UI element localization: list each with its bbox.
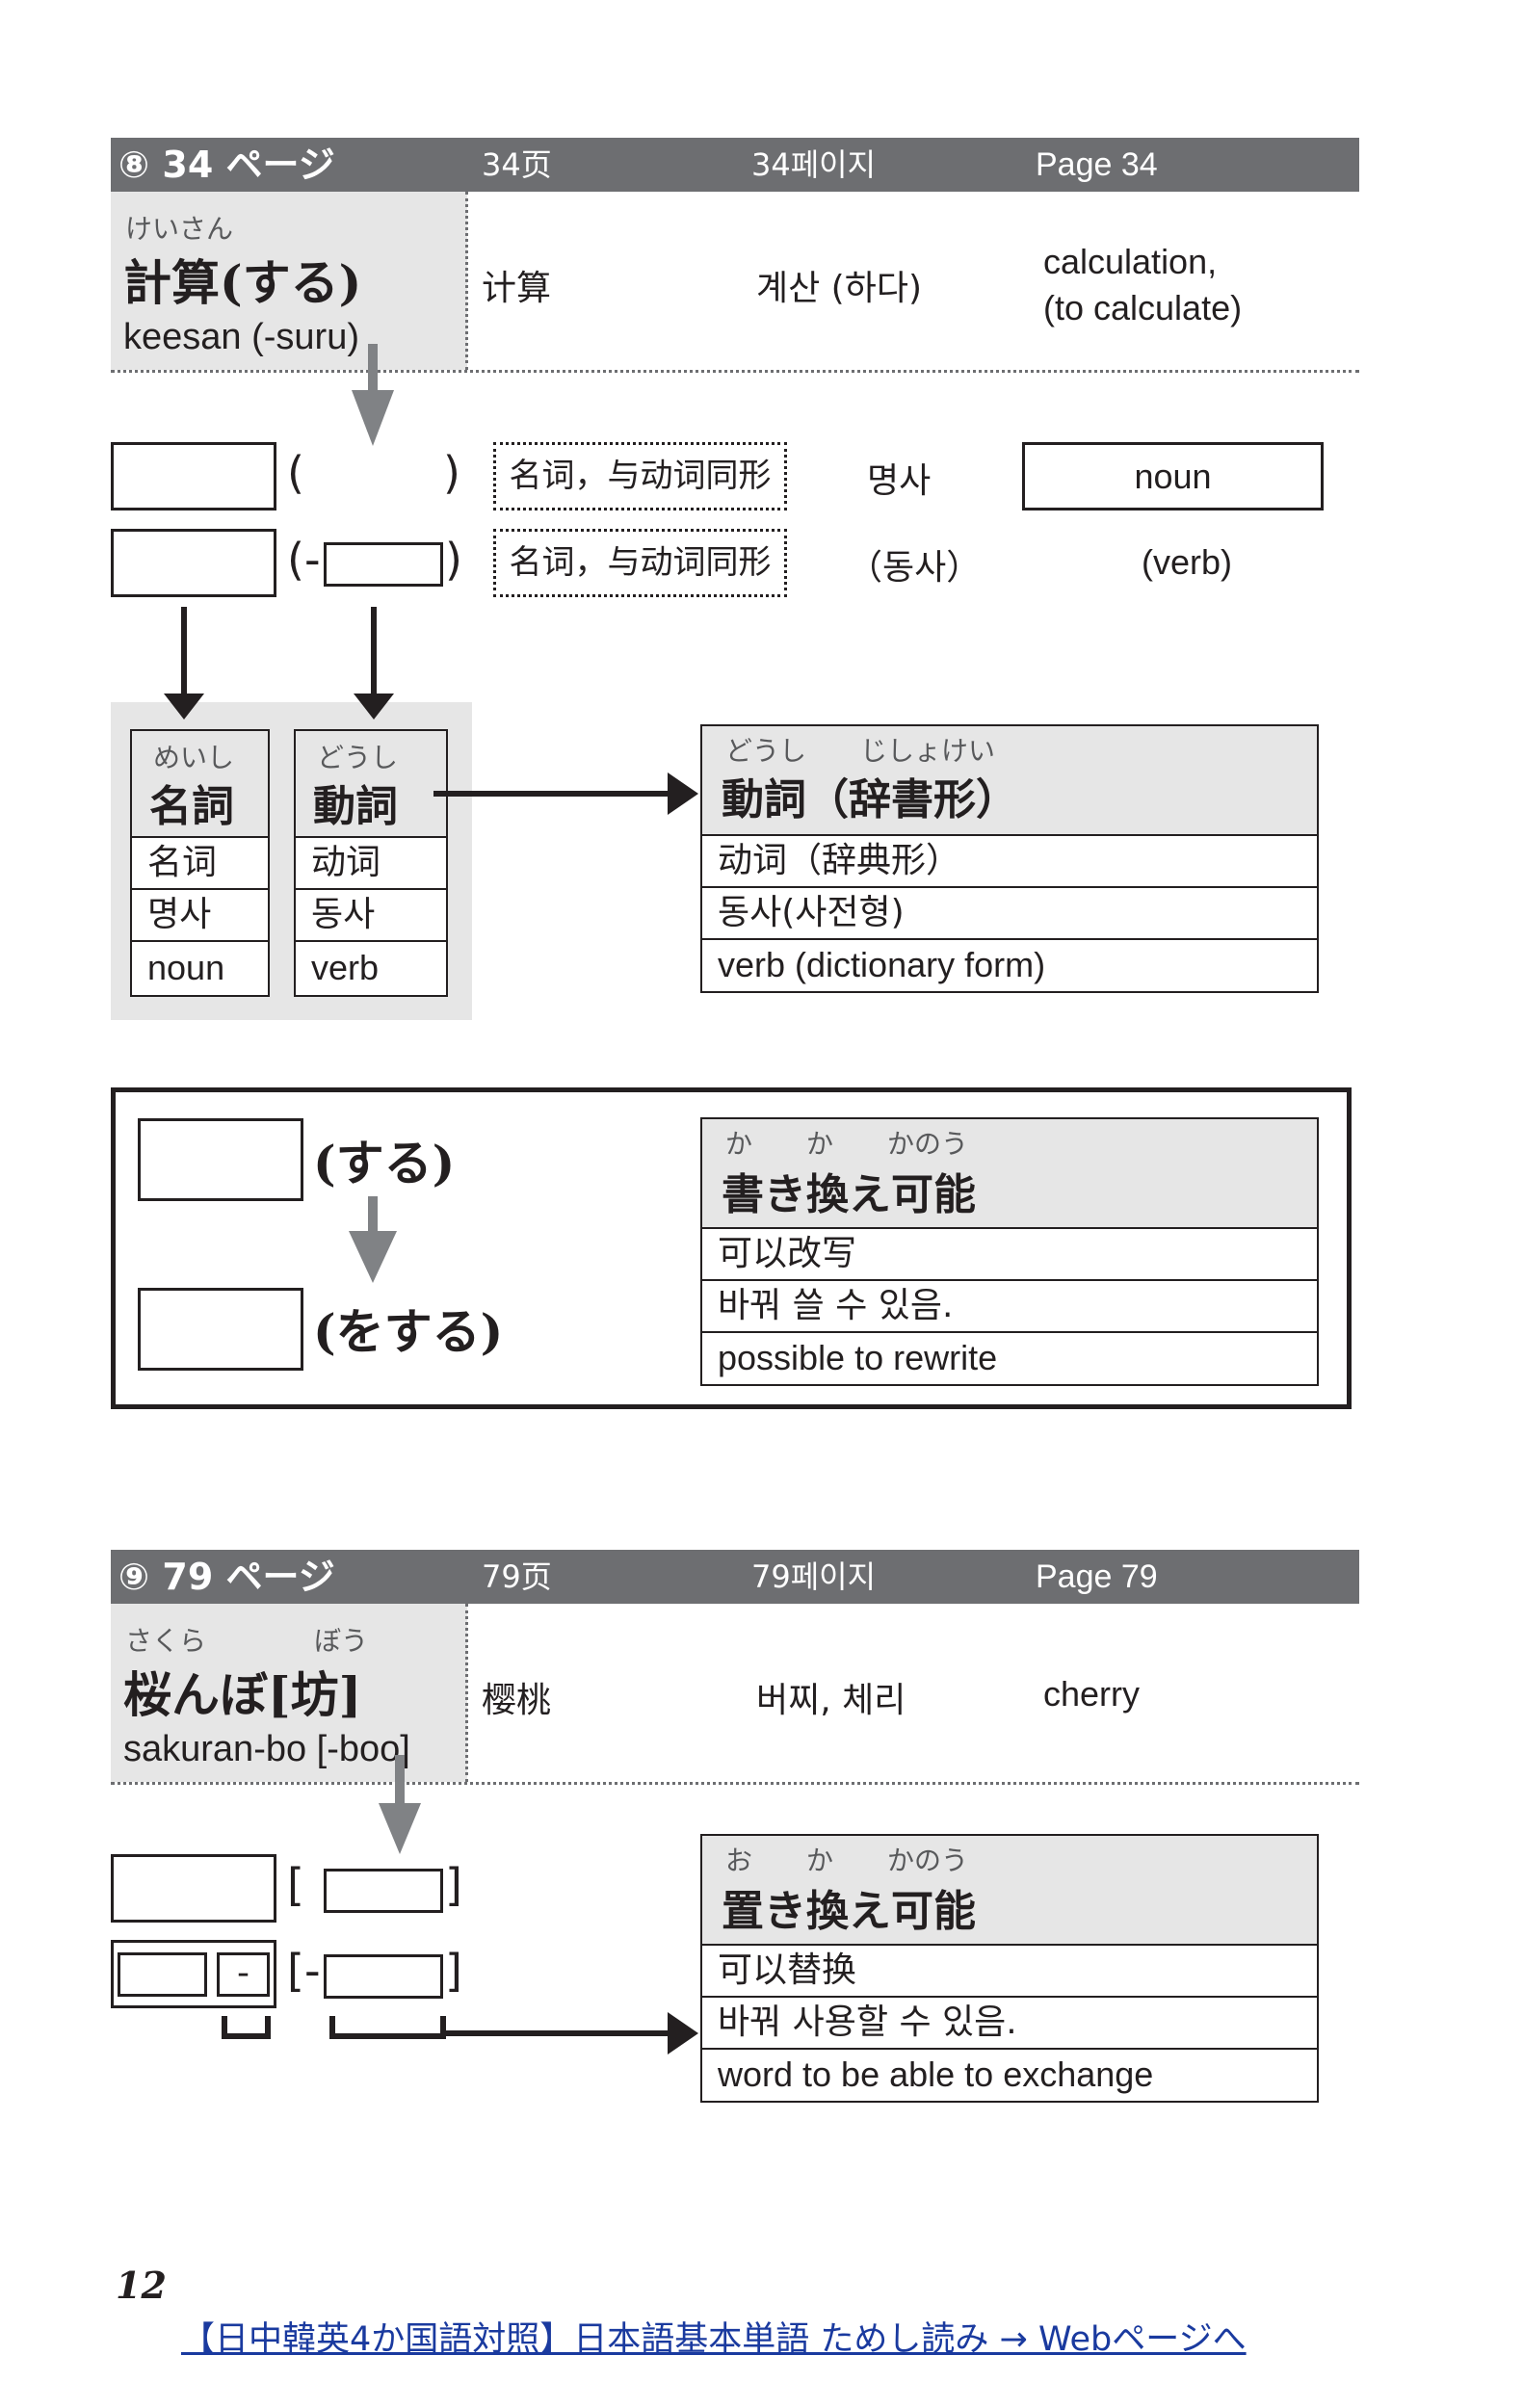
- down-arrow-icon: [352, 344, 394, 446]
- headword: 桜んぼ[坊]: [123, 1666, 362, 1723]
- headword-zh: 计算: [482, 269, 552, 308]
- divider: [111, 370, 1359, 373]
- paren-open: (-: [287, 534, 321, 586]
- header-zh: 79页: [482, 1558, 552, 1595]
- section-9-title: ⑨ 79 ページ: [118, 1556, 335, 1598]
- bracket-close: ]: [445, 1859, 462, 1911]
- rewrite-title-cell: か か かのう 書き換え可能: [700, 1117, 1319, 1229]
- pos-zh: 名词，与动词同形: [493, 442, 787, 510]
- down-arrow-icon: [164, 607, 204, 720]
- section-8-title: ⑧ 34 ページ: [118, 144, 335, 186]
- down-arrow-icon: [379, 1755, 421, 1854]
- headword-en-line: calculation,: [1043, 242, 1218, 281]
- noun-ruby: めいし: [153, 742, 235, 773]
- headword-ko: 계산 (하다): [756, 269, 923, 308]
- pos-en: noun: [1134, 457, 1212, 496]
- dict-form-ruby: どうし じしょけい: [725, 735, 996, 767]
- blank-box-small: [324, 542, 443, 587]
- wo-suru-label: (をする): [313, 1303, 504, 1360]
- suru-label: (する): [313, 1135, 456, 1191]
- bracket-open: [: [287, 1859, 304, 1911]
- blank-box: [138, 1288, 303, 1371]
- headword: 計算(する): [123, 254, 362, 311]
- headword-en: cherry: [1043, 1674, 1141, 1714]
- verb-ko: 동사: [294, 888, 448, 942]
- verb-title-cell: どうし 動詞: [294, 729, 448, 838]
- down-arrow-icon: [354, 607, 394, 720]
- pos-ko: 명사: [867, 461, 932, 501]
- headword-romaji: keesan (-suru): [123, 317, 359, 357]
- blank-box: [138, 1118, 303, 1201]
- verb-zh: 动词: [294, 836, 448, 890]
- verb-en: verb: [294, 940, 448, 997]
- headword-box: [111, 192, 467, 370]
- blank-box-small: [324, 1954, 443, 1999]
- blank-box: [111, 442, 276, 510]
- replace-en: word to be able to exchange: [700, 2048, 1319, 2103]
- header-ko: 34페이지: [751, 146, 877, 183]
- blank-box-small: [118, 1952, 207, 1997]
- header-en: Page 79: [1036, 1558, 1158, 1595]
- paren-open: (: [287, 447, 304, 499]
- divider: [465, 1604, 468, 1782]
- rewrite-ruby: か か かのう: [725, 1128, 969, 1160]
- headword-en: calculation, (to calculate): [1043, 239, 1242, 331]
- rewrite-en: possible to rewrite: [700, 1331, 1319, 1386]
- headword-ruby: けいさん: [125, 213, 234, 245]
- replace-title-cell: お か かのう 置き換え可能: [700, 1834, 1319, 1946]
- dict-form-ko: 동사(사전형): [700, 886, 1319, 940]
- pos-en-box: noun: [1022, 442, 1324, 510]
- bracket-open: [-: [287, 1945, 321, 1997]
- paren-close: ): [443, 447, 460, 499]
- paren-close: ): [445, 534, 462, 586]
- rewrite-title: 書き換え可能: [722, 1170, 976, 1219]
- headword-ko: 버찌, 체리: [756, 1681, 906, 1720]
- dict-form-zh: 动词（辞典形）: [700, 834, 1319, 888]
- headword-zh: 樱桃: [482, 1681, 552, 1720]
- divider: [465, 192, 468, 370]
- bracket-close: ]: [445, 1945, 462, 1997]
- web-page-link[interactable]: 【日中韓英4か国語対照】日本語基本単語 ためし読み → Webページへ: [181, 2320, 1247, 2359]
- replace-title: 置き換え可能: [722, 1887, 976, 1936]
- down-arrow-icon: [349, 1196, 397, 1283]
- page-number: 12: [116, 2264, 167, 2307]
- headword-en-line: (to calculate): [1043, 288, 1243, 327]
- replace-zh: 可以替换: [700, 1944, 1319, 1998]
- section-8-header: ⑧ 34 ページ 34页 34페이지 Page 34: [111, 138, 1359, 192]
- connector-bracket: [222, 2016, 446, 2039]
- pos-en: (verb): [1142, 542, 1233, 582]
- verb-title: 動詞: [313, 782, 398, 831]
- blank-box: [111, 529, 276, 597]
- headword-romaji: sakuran-bo [-boo]: [123, 1729, 410, 1769]
- headword-box: [111, 1604, 467, 1782]
- dict-form-title: 動詞（辞書形）: [722, 775, 1018, 824]
- noun-en: noun: [130, 940, 270, 997]
- divider: [111, 1782, 1359, 1785]
- headword-ruby: さくら ぼう: [125, 1625, 369, 1657]
- dict-form-title-cell: どうし じしょけい 動詞（辞書形）: [700, 724, 1319, 836]
- right-arrow-icon: [443, 2012, 698, 2055]
- blank-box-small: [324, 1869, 443, 1913]
- noun-title: 名詞: [149, 782, 234, 831]
- dash-box: -: [217, 1952, 270, 1997]
- rewrite-frame: [111, 1087, 1352, 1409]
- noun-title-cell: めいし 名詞: [130, 729, 270, 838]
- header-en: Page 34: [1036, 146, 1158, 183]
- pos-zh: 名词，与动词同形: [493, 529, 787, 597]
- pos-ko: （동사）: [848, 548, 982, 588]
- header-ko: 79페이지: [751, 1558, 877, 1595]
- header-zh: 34页: [482, 146, 552, 183]
- right-arrow-icon: [433, 772, 698, 815]
- section-9-header: ⑨ 79 ページ 79页 79페이지 Page 79: [111, 1550, 1359, 1604]
- replace-ruby: お か かのう: [725, 1845, 969, 1876]
- blank-box: [111, 1854, 276, 1923]
- noun-zh: 名词: [130, 836, 270, 890]
- verb-ruby: どうし: [317, 742, 399, 773]
- replace-ko: 바꿔 사용할 수 있음.: [700, 1996, 1319, 2050]
- dict-form-en: verb (dictionary form): [700, 938, 1319, 993]
- noun-ko: 명사: [130, 888, 270, 942]
